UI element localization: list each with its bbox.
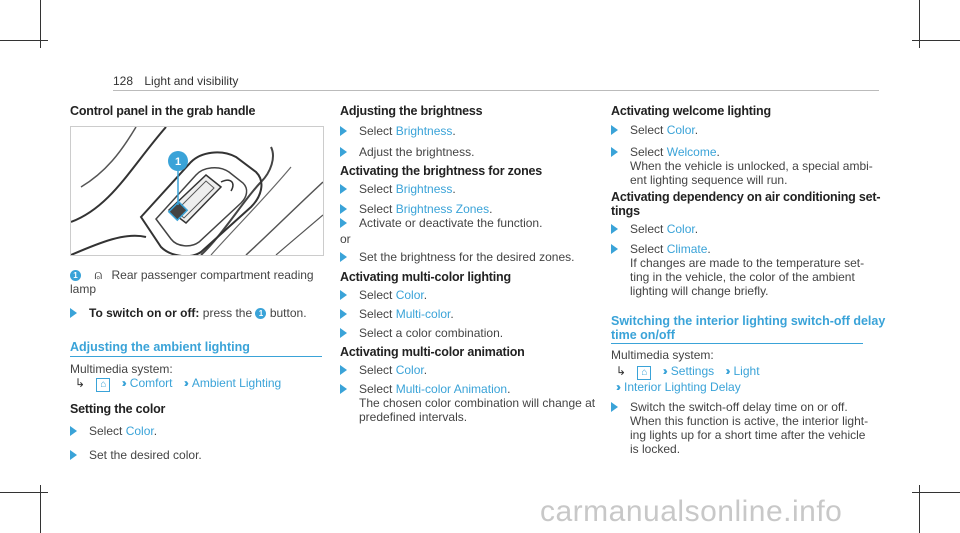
page-header: 128 Light and visibility bbox=[113, 74, 238, 88]
section-heading: Switching the interior lighting switch-o… bbox=[611, 314, 886, 342]
crop-mark bbox=[0, 40, 48, 41]
step-arrow-icon bbox=[340, 147, 347, 157]
step-arrow-icon bbox=[340, 126, 347, 136]
step-arrow-icon bbox=[611, 125, 618, 135]
col1-title: Control panel in the grab handle bbox=[70, 104, 256, 118]
grab-handle-illustration: 1 bbox=[70, 126, 324, 258]
subsection-title: Setting the color bbox=[70, 402, 166, 416]
step-arrow-icon bbox=[70, 426, 77, 436]
crop-mark bbox=[919, 485, 920, 533]
legend-text-cont: lamp bbox=[70, 282, 97, 296]
chevron-right-icon: ›› bbox=[662, 364, 668, 378]
step-bold: To switch on or off: bbox=[89, 306, 200, 320]
page-number: 128 bbox=[113, 74, 134, 88]
rear-lamp-icon: ⍝ bbox=[94, 267, 103, 282]
crop-mark bbox=[40, 0, 41, 48]
step-arrow-icon bbox=[611, 244, 618, 254]
step-arrow-icon bbox=[340, 184, 347, 194]
section-title: Light and visibility bbox=[144, 74, 239, 88]
multimedia-label: Multimedia system: bbox=[611, 348, 714, 362]
callout-number: 1 bbox=[255, 308, 267, 320]
legend-item: 1 ⍝ Rear passenger compartment reading l… bbox=[70, 268, 330, 296]
step-arrow-icon bbox=[70, 308, 77, 318]
nav-link[interactable]: Light bbox=[733, 364, 760, 378]
nav-path-cont: ››Interior Lighting Delay bbox=[616, 380, 741, 394]
nav-link[interactable]: Ambient Lighting bbox=[191, 376, 282, 390]
nav-link[interactable]: Comfort bbox=[129, 376, 173, 390]
nav-link[interactable]: Interior Lighting Delay bbox=[624, 380, 741, 394]
step-arrow-icon bbox=[611, 402, 618, 412]
step-arrow-icon bbox=[611, 224, 618, 234]
step-arrow-icon bbox=[340, 204, 347, 214]
multimedia-label: Multimedia system: bbox=[70, 362, 173, 376]
step-arrow-icon bbox=[340, 384, 347, 394]
header-rule bbox=[113, 90, 879, 91]
subsection-title: Activating dependency on air conditionin… bbox=[611, 190, 881, 218]
heading-rule bbox=[611, 343, 863, 344]
step-arrow-icon bbox=[340, 290, 347, 300]
grab-handle-drawing: 1 bbox=[70, 126, 324, 258]
subsection-title: Activating multi-color lighting bbox=[340, 270, 511, 284]
home-icon: ⌂ bbox=[96, 378, 111, 392]
heading-rule bbox=[70, 356, 322, 357]
col2-title: Adjusting the brightness bbox=[340, 104, 483, 118]
step-arrow-icon bbox=[340, 309, 347, 319]
legend-text: Rear passenger compartment reading bbox=[111, 268, 314, 282]
section-heading: Adjusting the ambient lighting bbox=[70, 340, 250, 354]
nav-path: ↳ ⌂ ››Settings ››Light bbox=[616, 364, 760, 380]
step-arrow-icon bbox=[340, 365, 347, 375]
chevron-right-icon: ›› bbox=[183, 376, 189, 390]
crop-mark bbox=[0, 492, 48, 493]
step-arrow-icon bbox=[611, 147, 618, 157]
watermark: carmanualsonline.info bbox=[540, 495, 843, 528]
home-icon: ⌂ bbox=[637, 366, 652, 380]
step-arrow-icon bbox=[70, 450, 77, 460]
crop-mark bbox=[919, 0, 920, 48]
nav-link[interactable]: Settings bbox=[670, 364, 715, 378]
subsection-title: Activating multi-color animation bbox=[340, 345, 525, 359]
col3-title: Activating welcome lighting bbox=[611, 104, 771, 118]
return-arrow-icon: ↳ bbox=[616, 364, 627, 378]
step-arrow-icon bbox=[340, 218, 347, 228]
return-arrow-icon: ↳ bbox=[75, 376, 86, 390]
nav-path: ↳ ⌂ ››Comfort ››Ambient Lighting bbox=[75, 376, 281, 392]
chevron-right-icon: ›› bbox=[121, 376, 127, 390]
callout-number: 1 bbox=[70, 270, 81, 282]
step-arrow-icon bbox=[340, 328, 347, 338]
crop-mark bbox=[912, 492, 960, 493]
chevron-right-icon: ›› bbox=[616, 380, 621, 394]
crop-mark bbox=[912, 40, 960, 41]
svg-text:1: 1 bbox=[175, 156, 181, 168]
step-arrow-icon bbox=[340, 252, 347, 262]
subsection-title: Activating the brightness for zones bbox=[340, 164, 543, 178]
or-text: or bbox=[340, 232, 351, 246]
crop-mark bbox=[40, 485, 41, 533]
chevron-right-icon: ›› bbox=[725, 364, 731, 378]
